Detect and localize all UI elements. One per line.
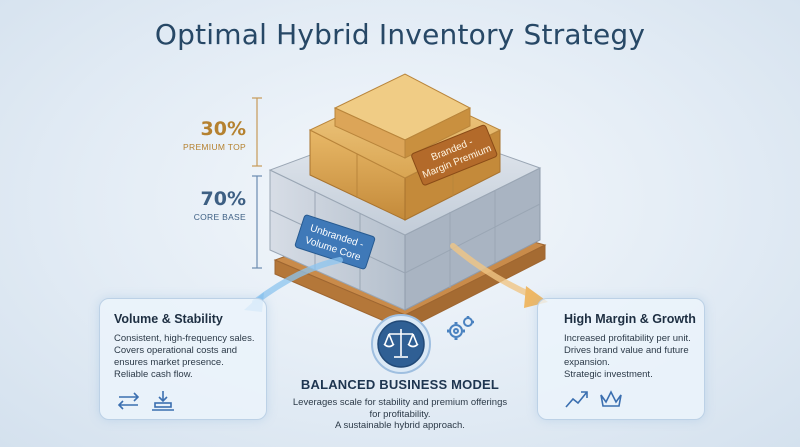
gears-icon — [447, 316, 474, 340]
branded-tag: Branded - Margin Premium — [411, 124, 498, 186]
margin-line-3: Strategic investment. — [564, 369, 653, 380]
high-margin-title: High Margin & Growth — [564, 312, 696, 326]
trend-up-icon — [565, 391, 588, 408]
scales-icon — [371, 314, 431, 374]
volume-line-1: Consistent, high-frequency sales. — [114, 333, 255, 344]
margin-line-2: Drives brand value and future expansion. — [564, 345, 689, 368]
stack-down-icon — [152, 391, 174, 411]
core-base-label: 70% CORE BASE — [166, 188, 246, 222]
volume-stability-card: Volume & Stability Consistent, high-freq… — [99, 298, 267, 420]
core-label: CORE BASE — [193, 212, 246, 222]
volume-stability-title: Volume & Stability — [114, 312, 223, 326]
volume-line-3: Reliable cash flow. — [114, 369, 193, 380]
tier-bracket — [252, 97, 262, 269]
unbranded-tag: Unbranded - Volume Core — [294, 214, 376, 270]
high-margin-growth-card: High Margin & Growth Increased profitabi… — [537, 298, 705, 420]
margin-line-1: Increased profitability per unit. — [564, 333, 691, 344]
volume-line-2: Covers operational costs and ensures mar… — [114, 345, 238, 368]
premium-percent: 30% — [200, 118, 246, 140]
core-percent: 70% — [200, 188, 246, 210]
premium-top-label: 30% PREMIUM TOP — [166, 118, 246, 152]
crown-icon — [600, 390, 622, 407]
balanced-model-description: Leverages scale for stability and premiu… — [292, 397, 508, 432]
center-line-2: A sustainable hybrid approach. — [335, 420, 465, 431]
page-title: Optimal Hybrid Inventory Strategy — [154, 18, 646, 51]
center-line-1: Leverages scale for stability and premiu… — [292, 397, 508, 420]
premium-label: PREMIUM TOP — [183, 142, 246, 152]
transfer-arrows-icon — [117, 392, 140, 410]
balanced-model-title: BALANCED BUSINESS MODEL — [300, 377, 500, 392]
